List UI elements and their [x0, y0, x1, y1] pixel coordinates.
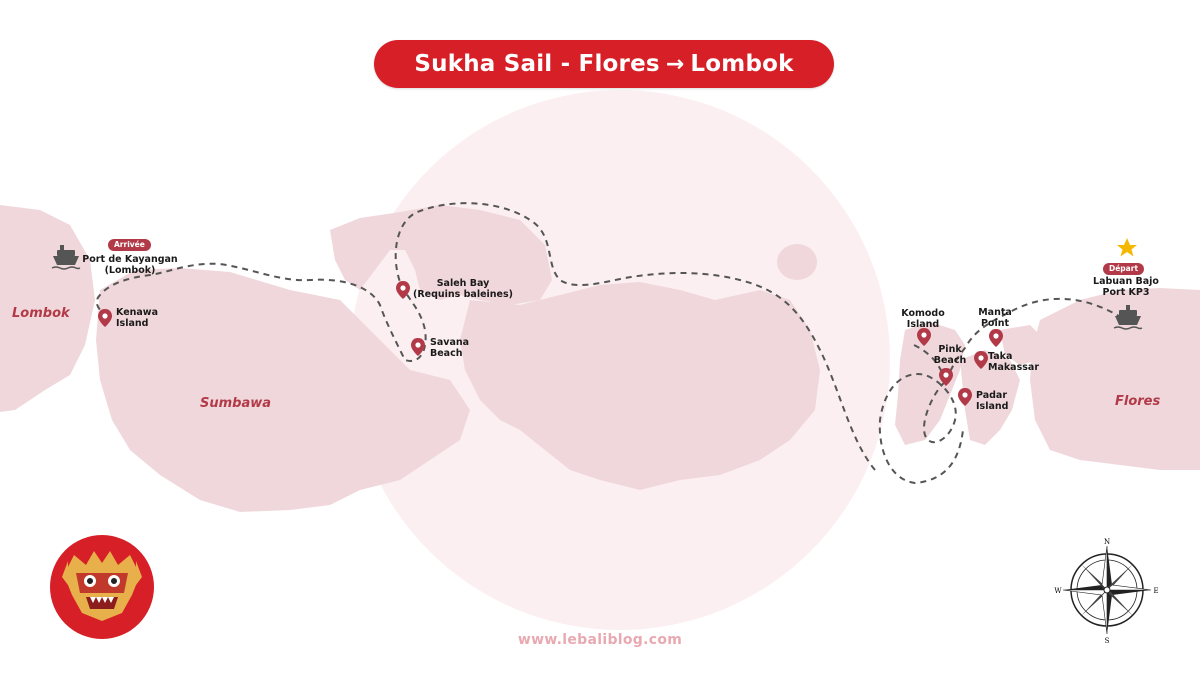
land-flores [1030, 288, 1200, 470]
sailing-route [95, 202, 1123, 485]
region-flores: Flores [1115, 394, 1161, 409]
marker-saleh-bay[interactable] [396, 281, 410, 299]
land-rinca [960, 350, 1020, 445]
land-sumbawa-east [460, 282, 820, 490]
land-sumbawa-west [96, 268, 470, 512]
label-manta-line2: Point [980, 318, 1010, 329]
land-sangeang [777, 244, 817, 280]
markers [98, 281, 1003, 406]
label-taka-makassar[interactable]: Taka Makassar [988, 351, 1039, 373]
marker-taka-makassar[interactable] [974, 351, 988, 369]
label-savana-beach[interactable]: Savana Beach [430, 337, 469, 359]
arrow-right-icon: → [665, 51, 685, 77]
marker-manta-point[interactable] [989, 329, 1003, 347]
footer-url[interactable]: www.lebaliblog.com [517, 632, 683, 648]
compass-e: E [1153, 587, 1158, 595]
region-sumbawa: Sumbawa [200, 396, 272, 411]
marker-savana-beach[interactable] [411, 338, 425, 356]
label-pink-line2: Beach [933, 355, 967, 366]
label-savana-line2: Beach [430, 348, 463, 359]
label-padar-line2: Island [976, 401, 1009, 412]
land-flores-islets [1000, 325, 1045, 365]
label-manta-line1: Manta [978, 307, 1012, 318]
label-saleh-line1: Saleh Bay [436, 278, 490, 289]
marker-kenawa[interactable] [98, 309, 112, 327]
title-destination: Lombok [690, 51, 794, 77]
label-kayangan-line1: Port de Kayangan [82, 254, 178, 265]
star-icon [1117, 238, 1137, 257]
label-kenawa[interactable]: Kenawa Island [116, 307, 158, 329]
land-sumbawa-north [330, 205, 552, 305]
label-kenawa-line2: Island [116, 318, 149, 329]
label-savana-line1: Savana [430, 337, 470, 348]
marker-komodo[interactable] [917, 328, 931, 346]
label-labuan-line2: Port KP3 [1102, 287, 1150, 298]
land-komodo [895, 322, 965, 445]
label-taka-line2: Makassar [988, 362, 1039, 373]
label-kayangan-line2: (Lombok) [104, 265, 156, 276]
label-padar[interactable]: Padar Island [976, 390, 1008, 412]
compass-rose-icon: N S E W [1054, 538, 1158, 645]
page-title: Sukha Sail - Flores → Lombok [374, 40, 834, 88]
compass-n: N [1104, 538, 1110, 546]
arrival-badge: Arrivée [108, 239, 151, 251]
ship-icon [51, 245, 81, 270]
landmasses [0, 205, 1200, 512]
title-origin: Sukha Sail - Flores [414, 51, 660, 77]
label-komodo-line1: Komodo [901, 308, 945, 319]
label-padar-line1: Padar [976, 390, 1008, 401]
marker-pink-beach[interactable] [939, 368, 953, 386]
marker-padar[interactable] [958, 388, 972, 406]
compass-w: W [1054, 587, 1062, 595]
label-pink-line1: Pink [938, 344, 962, 355]
label-pink-beach[interactable]: Pink Beach [932, 344, 968, 366]
label-manta-point[interactable]: Manta Point [970, 307, 1020, 329]
label-taka-line1: Taka [988, 351, 1013, 362]
label-komodo[interactable]: Komodo Island [893, 308, 953, 330]
label-kayangan[interactable]: Port de Kayangan (Lombok) [80, 254, 180, 276]
label-labuan-line1: Labuan Bajo [1093, 276, 1159, 287]
compass-s: S [1105, 637, 1110, 645]
label-komodo-line2: Island [906, 319, 940, 330]
label-saleh-bay[interactable]: Saleh Bay (Requins baleines) [408, 278, 518, 300]
label-kenawa-line1: Kenawa [116, 307, 158, 318]
label-saleh-line2: (Requins baleines) [412, 289, 513, 300]
departure-badge: Départ [1103, 263, 1145, 275]
barong-logo-icon [50, 535, 154, 639]
region-lombok: Lombok [12, 306, 70, 321]
ship-icon [1113, 305, 1143, 330]
label-labuan-bajo[interactable]: Labuan Bajo Port KP3 [1086, 276, 1166, 298]
